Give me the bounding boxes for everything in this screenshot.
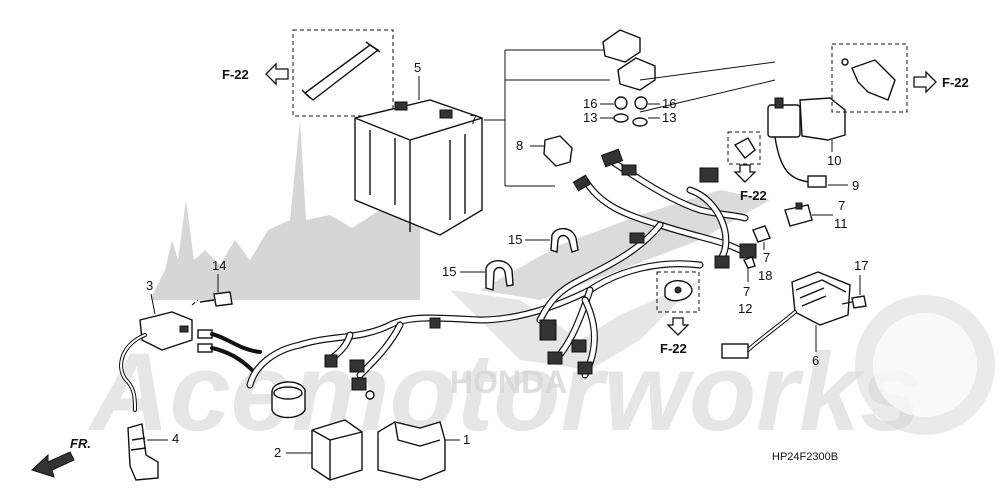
arrow-right-icon: [913, 70, 937, 94]
harness-sensor: [271, 381, 306, 419]
brand-watermark: HONDA: [450, 364, 567, 400]
arrow-down-icon: [733, 164, 757, 183]
ignition-coil: [139, 311, 193, 351]
nut-left: [614, 96, 628, 110]
callout-1: 1: [463, 432, 470, 447]
control-module-2: [311, 419, 363, 481]
module-cover-1: [377, 421, 446, 481]
ref-f22-left: F-22: [222, 62, 289, 86]
callout-7-11: 7: [838, 198, 845, 213]
svg-text:F-22: F-22: [740, 188, 767, 203]
front-direction: FR.: [31, 436, 91, 478]
callout-15-bottom: 15: [442, 264, 456, 279]
halftone-band: [480, 190, 770, 300]
front-arrow-icon: [31, 451, 75, 478]
arrow-down-bottom-icon: [666, 317, 690, 336]
callout-18: 18: [758, 268, 772, 283]
callout-8: 8: [516, 138, 523, 153]
callout-14: 14: [212, 258, 226, 273]
nut-right: [634, 96, 648, 110]
diagram-code: HP24F2300B: [772, 451, 838, 463]
band-clamp-top: [550, 227, 579, 253]
callout-5: 5: [414, 60, 421, 75]
callout-3: 3: [146, 278, 153, 293]
bolt-17: [841, 295, 867, 309]
svg-text:F-22: F-22: [660, 341, 687, 356]
callout-16-right: 16: [662, 96, 676, 111]
honda-wing-logo: [450, 280, 700, 370]
band-clamp-bottom: [485, 260, 514, 291]
callout-13-right: 13: [662, 110, 676, 125]
callout-4: 4: [172, 431, 179, 446]
relay-connector: [807, 175, 827, 188]
spark-plug-cap: [127, 423, 159, 481]
washer-left: [613, 113, 629, 123]
watermark-skyline: [150, 120, 420, 300]
callout-9: 9: [852, 178, 859, 193]
relay-bracket: [851, 59, 896, 101]
callout-13-left: 13: [583, 110, 597, 125]
clamp-8: [543, 135, 573, 167]
washer-right: [632, 117, 648, 127]
terminal-cover-top: [602, 29, 656, 91]
coil-terminal-b: [197, 343, 213, 353]
callout-2: 2: [274, 445, 281, 460]
clip-dashed-frame: [727, 131, 761, 165]
strap-dashed-frame: [292, 29, 394, 117]
callout-7-12: 7: [743, 284, 750, 299]
clip-18: [752, 225, 771, 243]
battery: [354, 99, 483, 236]
bolt-14: [199, 291, 233, 307]
callout-12: 12: [738, 301, 752, 316]
svg-text:F-22: F-22: [942, 75, 969, 90]
harness-connectors: [324, 148, 757, 400]
ref-f22-mid: F-22: [733, 164, 767, 203]
coil-terminal-a: [197, 329, 213, 339]
callout-15-top: 15: [508, 232, 522, 247]
ref-f22-right: F-22: [913, 70, 969, 94]
regulator-rectifier: [791, 271, 851, 326]
callout-11: 11: [834, 216, 848, 231]
ref-f22-bottom: F-22: [660, 317, 690, 356]
harness-clip: [733, 137, 756, 159]
bracket-dashed-frame: [831, 43, 908, 113]
regulator-connector: [721, 343, 749, 359]
callout-16-left: 16: [583, 96, 597, 111]
svg-text:F-22: F-22: [222, 67, 249, 82]
svg-text:FR.: FR.: [70, 436, 91, 451]
callout-7-18: 7: [763, 250, 770, 265]
grommet-dashed-frame: [656, 271, 700, 313]
callout-17: 17: [854, 258, 868, 273]
callout-10: 10: [827, 153, 841, 168]
bracket-bolt: [841, 58, 849, 66]
callout-6: 6: [812, 353, 819, 368]
arrow-left-icon: [265, 62, 289, 86]
battery-strap: [303, 44, 380, 101]
callout-7-top: 7: [470, 112, 477, 127]
clip-12: [743, 256, 756, 269]
starter-relay: [767, 97, 846, 141]
